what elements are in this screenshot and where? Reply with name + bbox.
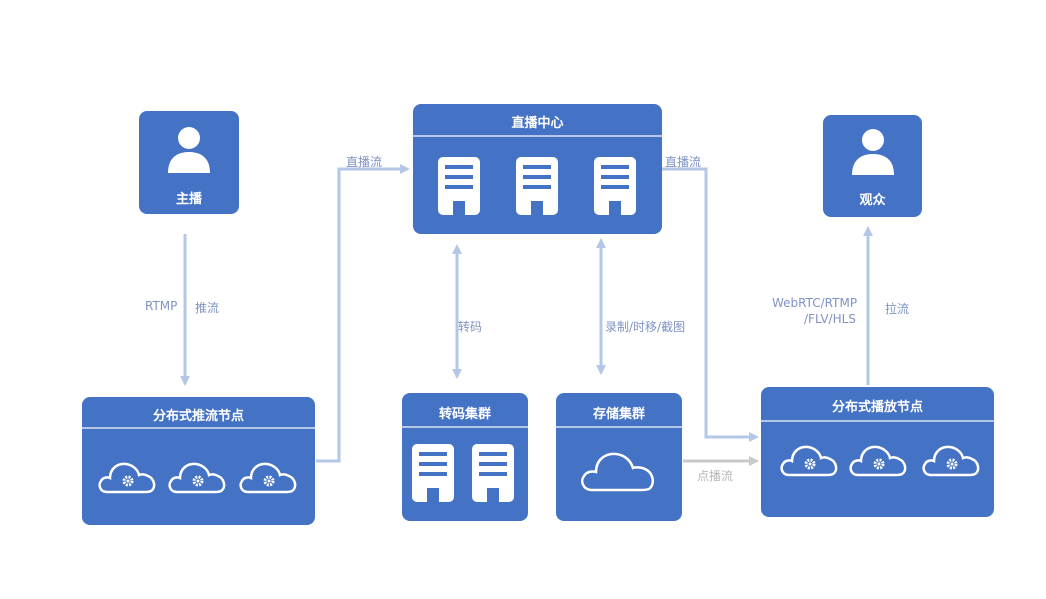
cloud-icon [581, 452, 654, 492]
label-webrtc-line1: WebRTC/RTMP [772, 296, 858, 310]
label-live-stream-out: 直播流 [665, 155, 702, 169]
cloud-gear-icon [168, 462, 226, 494]
cloud-gear-icon [98, 462, 156, 494]
anchor-label: 主播 [175, 192, 202, 207]
transcode-cluster-node: 转码集群 [402, 393, 528, 521]
cloud-gear-icon [849, 445, 907, 477]
label-vod-stream: 点播流 [697, 469, 734, 483]
live-center-node: 直播中心 [413, 104, 662, 234]
anchor-node: 主播 [139, 111, 239, 214]
server-icon [472, 444, 514, 502]
viewer-label: 观众 [859, 193, 886, 208]
play-nodes-node: 分布式播放节点 [761, 387, 994, 517]
arrow-center-to-play [661, 167, 759, 442]
storage-cluster-label: 存储集群 [592, 407, 645, 422]
viewer-node: 观众 [823, 115, 922, 217]
label-transcode: 转码 [458, 320, 483, 334]
cloud-gear-icon [239, 462, 297, 494]
cloud-gear-icon [780, 445, 838, 477]
cloud-gear-icon [922, 445, 980, 477]
live-center-label: 直播中心 [511, 116, 564, 131]
play-nodes-label: 分布式播放节点 [831, 400, 923, 415]
arrow-push-to-center [316, 164, 410, 463]
label-live-stream-in: 直播流 [346, 155, 383, 169]
label-record: 录制/时移/截图 [605, 320, 686, 334]
server-icon [412, 444, 454, 502]
label-push-stream: 推流 [195, 301, 220, 315]
label-webrtc-line2: /FLV/HLS [804, 312, 856, 326]
storage-cluster-node: 存储集群 [556, 393, 682, 521]
user-icon [852, 129, 894, 175]
transcode-cluster-label: 转码集群 [438, 407, 491, 422]
label-pull-stream: 拉流 [885, 302, 910, 316]
server-icon [516, 157, 558, 215]
push-nodes-label: 分布式推流节点 [152, 409, 244, 424]
server-icon [438, 157, 480, 215]
label-rtmp: RTMP [145, 299, 178, 313]
server-icon [594, 157, 636, 215]
push-nodes-node: 分布式推流节点 [82, 397, 315, 525]
user-icon [168, 127, 210, 173]
